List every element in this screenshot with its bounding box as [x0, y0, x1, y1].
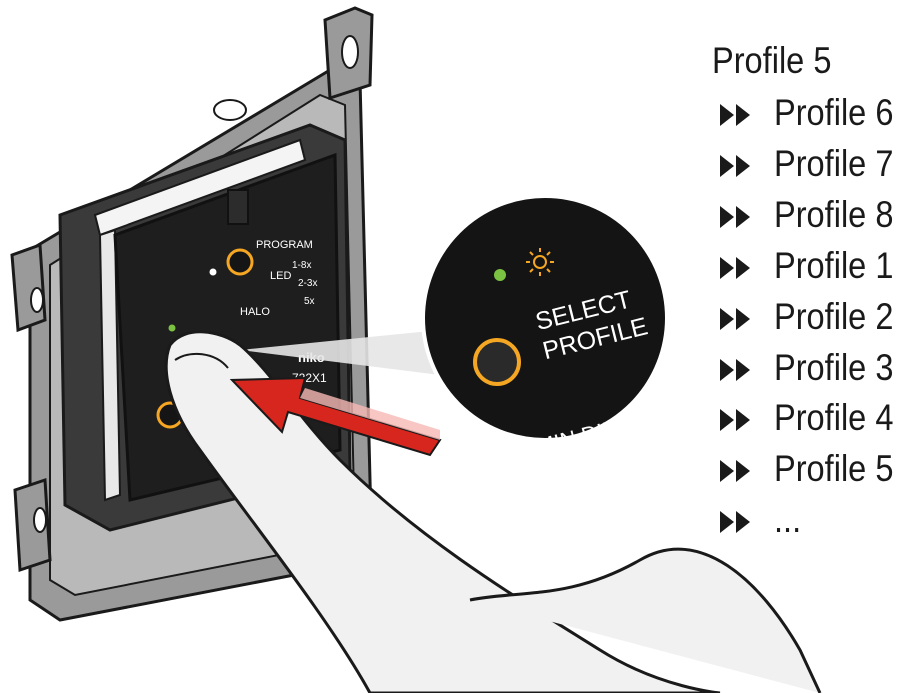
led-press-count: 1-8x — [292, 260, 311, 271]
halo-press-count: 2-3x — [298, 278, 317, 289]
double-arrow-icon — [720, 460, 750, 482]
double-arrow-icon — [720, 155, 750, 177]
push-arrow — [229, 376, 442, 457]
program-label: PROGRAM — [256, 239, 313, 251]
profile-step-label: Profile 4 — [774, 397, 894, 438]
profile-step-label: Profile 8 — [774, 194, 894, 235]
zoom-detail: SELECT PROFILE MIN DIM — [421, 194, 669, 459]
double-arrow-icon — [720, 409, 750, 431]
halo-label: HALO — [240, 306, 270, 318]
status-led — [209, 268, 217, 276]
zoom-select-button[interactable] — [473, 338, 521, 386]
profile-step-label: Profile 5 — [774, 448, 894, 489]
led-label: LED — [270, 270, 291, 282]
profile-step-label: Profile 6 — [774, 92, 894, 133]
double-arrow-icon — [720, 257, 750, 279]
sun-icon — [526, 248, 554, 276]
zoom-profile-led — [494, 269, 506, 281]
zoom-connector — [240, 330, 440, 375]
double-arrow-icon — [720, 206, 750, 228]
third-press-count: 5x — [304, 296, 315, 307]
profile-step-label: Profile 3 — [774, 347, 894, 388]
program-button[interactable] — [226, 248, 254, 276]
profile-step-label: Profile 1 — [774, 245, 894, 286]
double-arrow-icon — [720, 104, 750, 126]
profile-step-label: Profile 7 — [774, 143, 894, 184]
profile-step-label: ... — [774, 499, 802, 540]
profile-led — [168, 324, 176, 332]
profile-step-label: Profile 2 — [774, 296, 894, 337]
double-arrow-icon — [720, 359, 750, 381]
current-profile: Profile 5 — [712, 40, 832, 81]
double-arrow-icon — [720, 308, 750, 330]
finger-illustration — [164, 330, 822, 693]
double-arrow-icon — [720, 511, 750, 533]
